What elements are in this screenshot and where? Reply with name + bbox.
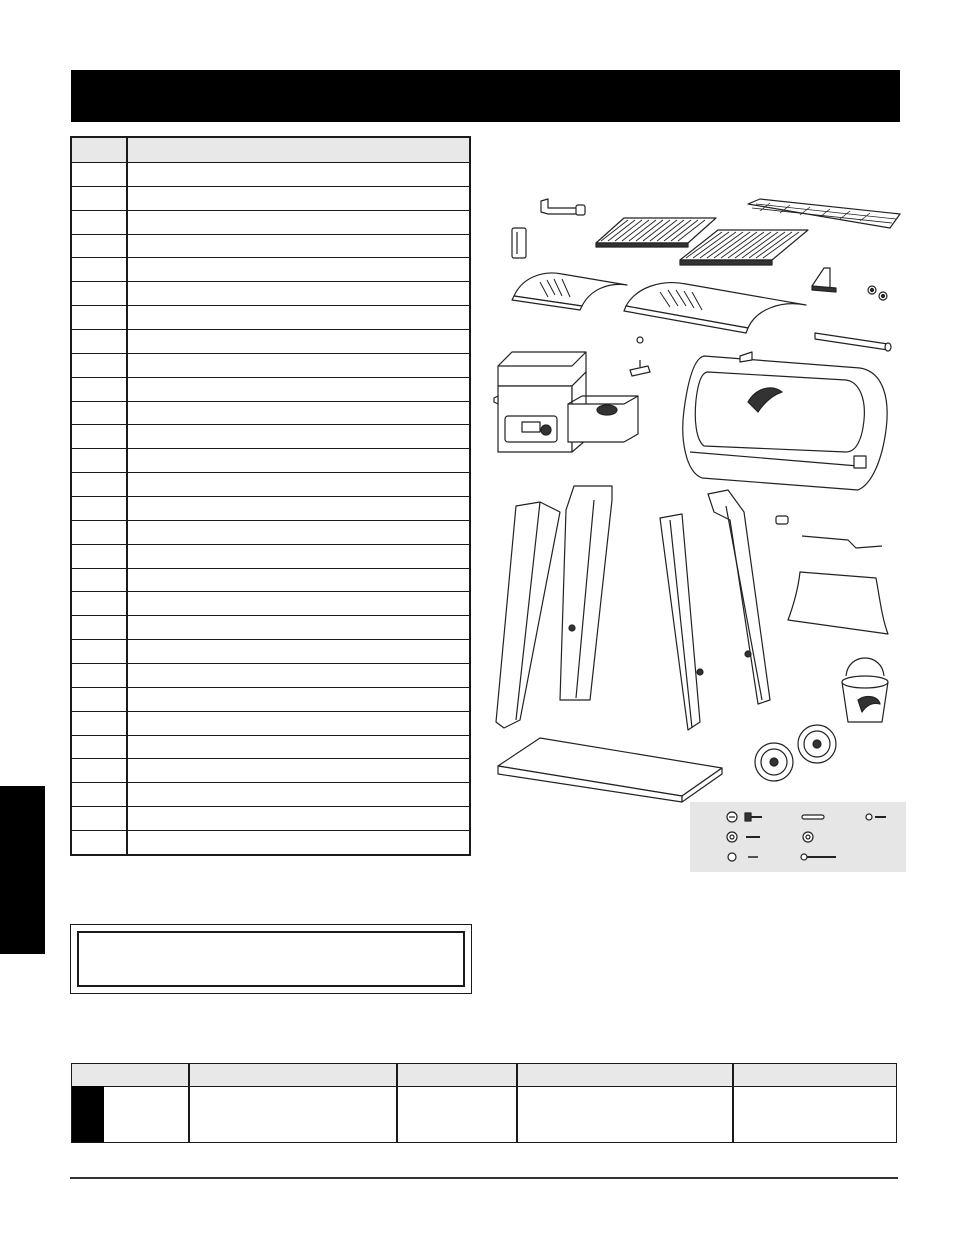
table-row <box>72 233 469 258</box>
table-row <box>72 734 469 759</box>
table-row <box>72 329 469 353</box>
handle-icon <box>511 227 527 259</box>
table-row <box>72 758 469 783</box>
barrel-body-icon <box>682 351 888 491</box>
table-row <box>72 663 469 687</box>
table-row <box>72 686 469 711</box>
parts-table-header <box>72 138 469 162</box>
table-row <box>72 710 469 735</box>
table-row <box>72 591 469 616</box>
table-row <box>72 496 469 520</box>
part-number-cell <box>72 544 128 568</box>
part-number-cell <box>72 186 128 210</box>
note-box <box>70 924 472 994</box>
bottom-table-header <box>72 1064 896 1087</box>
caster-icon <box>867 285 888 301</box>
leg-icon <box>707 489 771 705</box>
table-row <box>72 806 469 831</box>
leg-icon <box>559 485 613 701</box>
axle-icon <box>775 515 883 549</box>
part-number-cell <box>72 783 128 807</box>
note-box-inner <box>77 931 465 987</box>
table-row <box>72 281 469 306</box>
leg-icon <box>659 513 704 731</box>
table-row <box>72 424 469 449</box>
part-number-cell <box>72 163 128 186</box>
table-row <box>72 305 469 330</box>
side-shelf-bracket-icon <box>540 198 586 216</box>
smoke-stack-icon <box>814 332 892 352</box>
part-number-cell <box>72 234 128 258</box>
table-row <box>72 352 469 377</box>
table-row <box>72 830 469 854</box>
part-number-cell <box>72 449 128 473</box>
part-number-cell <box>72 568 128 592</box>
column-divider <box>188 1064 190 1142</box>
wheel-icon <box>797 724 837 764</box>
column-divider <box>732 1064 734 1142</box>
heat-baffle-icon <box>623 282 807 334</box>
part-number-cell <box>72 258 128 282</box>
table-row <box>72 185 469 210</box>
table-row <box>72 567 469 592</box>
part-number-cell <box>72 282 128 306</box>
part-number-cell <box>72 664 128 687</box>
column-header-number <box>72 138 128 162</box>
parts-table-body <box>72 162 469 854</box>
part-number-cell <box>72 687 128 711</box>
table-row <box>72 519 469 544</box>
part-number-cell <box>72 592 128 616</box>
column-divider <box>396 1064 398 1142</box>
grease-bucket-icon <box>841 657 889 723</box>
language-side-tab <box>0 786 45 954</box>
column-divider <box>516 1064 518 1142</box>
part-number-cell <box>72 759 128 783</box>
table-row <box>72 376 469 401</box>
part-number-cell <box>72 711 128 735</box>
heat-baffle-icon <box>511 272 628 311</box>
grill-grate-icon <box>595 217 717 248</box>
footer-rule <box>70 1177 898 1179</box>
leg-icon <box>495 501 561 729</box>
part-number-cell <box>72 807 128 831</box>
table-row <box>72 639 469 664</box>
part-number-cell <box>72 377 128 401</box>
part-number-cell <box>72 735 128 759</box>
warming-rack-icon <box>747 198 901 229</box>
table-row <box>72 162 469 186</box>
table-row <box>72 400 469 425</box>
table-row <box>72 448 469 473</box>
table-row <box>72 209 469 234</box>
bottom-info-table <box>71 1063 897 1143</box>
section-title-bar <box>71 70 900 122</box>
hardware-kit-icon <box>726 811 886 862</box>
part-number-cell <box>72 306 128 330</box>
part-number-cell <box>72 497 128 520</box>
part-number-cell <box>72 210 128 234</box>
table-row <box>72 472 469 497</box>
table-row <box>72 543 469 568</box>
part-number-cell <box>72 520 128 544</box>
table-row <box>72 782 469 807</box>
part-number-cell <box>72 640 128 664</box>
hopper-assembly-icon <box>493 351 639 453</box>
bottom-shelf-icon <box>497 737 723 803</box>
bottom-table-marker <box>72 1086 104 1142</box>
part-number-cell <box>72 353 128 377</box>
part-number-cell <box>72 473 128 497</box>
part-number-cell <box>72 330 128 353</box>
part-number-cell <box>72 425 128 449</box>
drip-shield-icon <box>787 571 889 635</box>
parts-list-table <box>70 136 471 856</box>
wheel-icon <box>754 742 794 782</box>
part-number-cell <box>72 616 128 640</box>
part-number-cell <box>72 401 128 425</box>
leg-bracket-icon <box>629 336 651 377</box>
table-row <box>72 615 469 640</box>
part-number-cell <box>72 831 128 854</box>
grill-grate-icon <box>679 229 809 266</box>
grease-tray-icon <box>811 267 837 293</box>
table-row <box>72 257 469 282</box>
